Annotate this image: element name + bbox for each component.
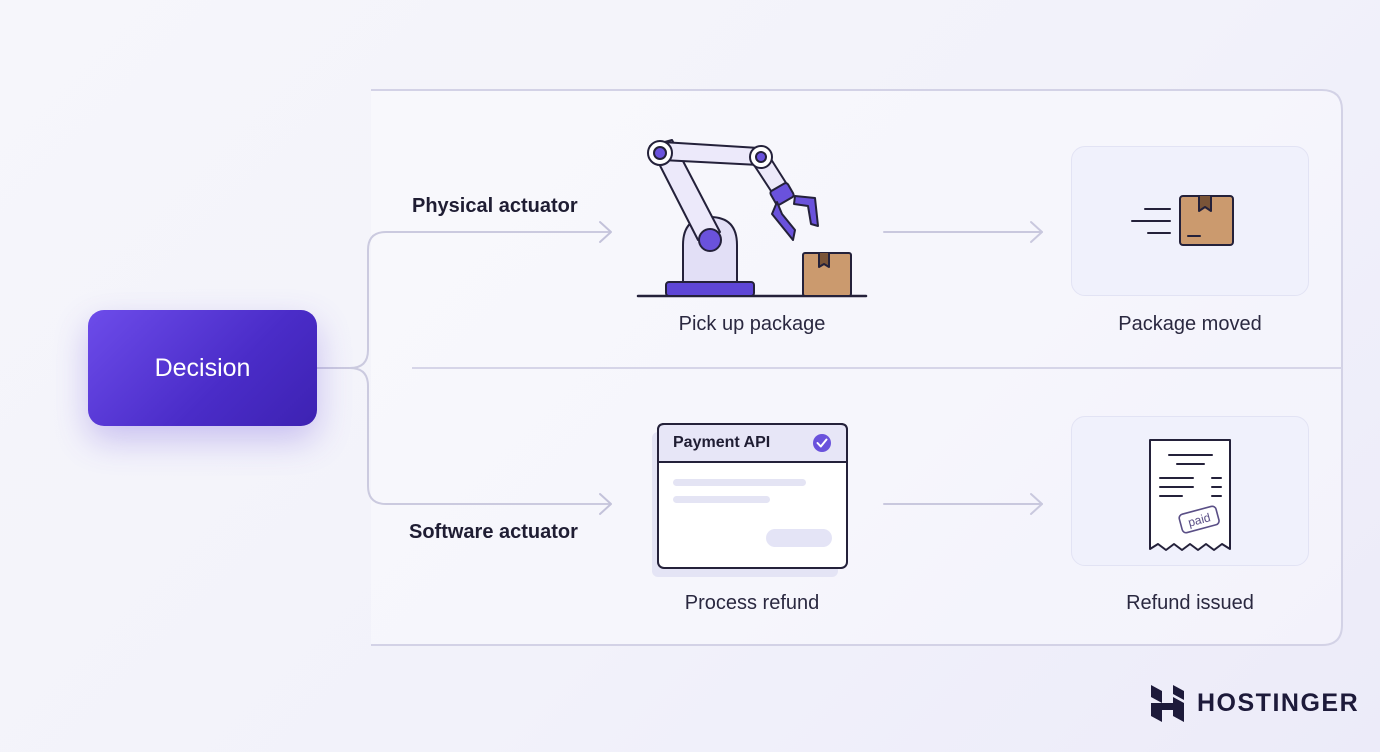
payment-api-title: Payment API <box>673 434 771 451</box>
arrowhead-physical <box>599 221 612 243</box>
receipt-icon: paid <box>1149 439 1231 551</box>
refund-issued-caption: Refund issued <box>1126 592 1254 614</box>
hostinger-wordmark: HOSTINGER <box>1197 689 1360 717</box>
hostinger-logo <box>1151 685 1184 722</box>
pick-up-package-caption: Pick up package <box>678 313 826 335</box>
decision-node: Decision <box>88 310 317 426</box>
decision-label: Decision <box>154 353 251 382</box>
package-box-icon <box>802 252 852 297</box>
software-actuator-label: Software actuator <box>409 521 578 543</box>
physical-actuator-label: Physical actuator <box>412 195 578 217</box>
process-refund-caption: Process refund <box>684 592 820 614</box>
arrowhead-software <box>599 493 612 515</box>
check-circle-icon <box>813 434 831 452</box>
moving-package-icon <box>1131 195 1234 246</box>
payment-api-window <box>652 423 848 577</box>
arrowhead-software-result <box>1030 493 1043 515</box>
package-moved-caption: Package moved <box>1118 313 1262 335</box>
branch-connector <box>317 231 610 505</box>
arrowhead-physical-result <box>1030 221 1043 243</box>
paid-stamp: paid <box>1186 510 1212 529</box>
